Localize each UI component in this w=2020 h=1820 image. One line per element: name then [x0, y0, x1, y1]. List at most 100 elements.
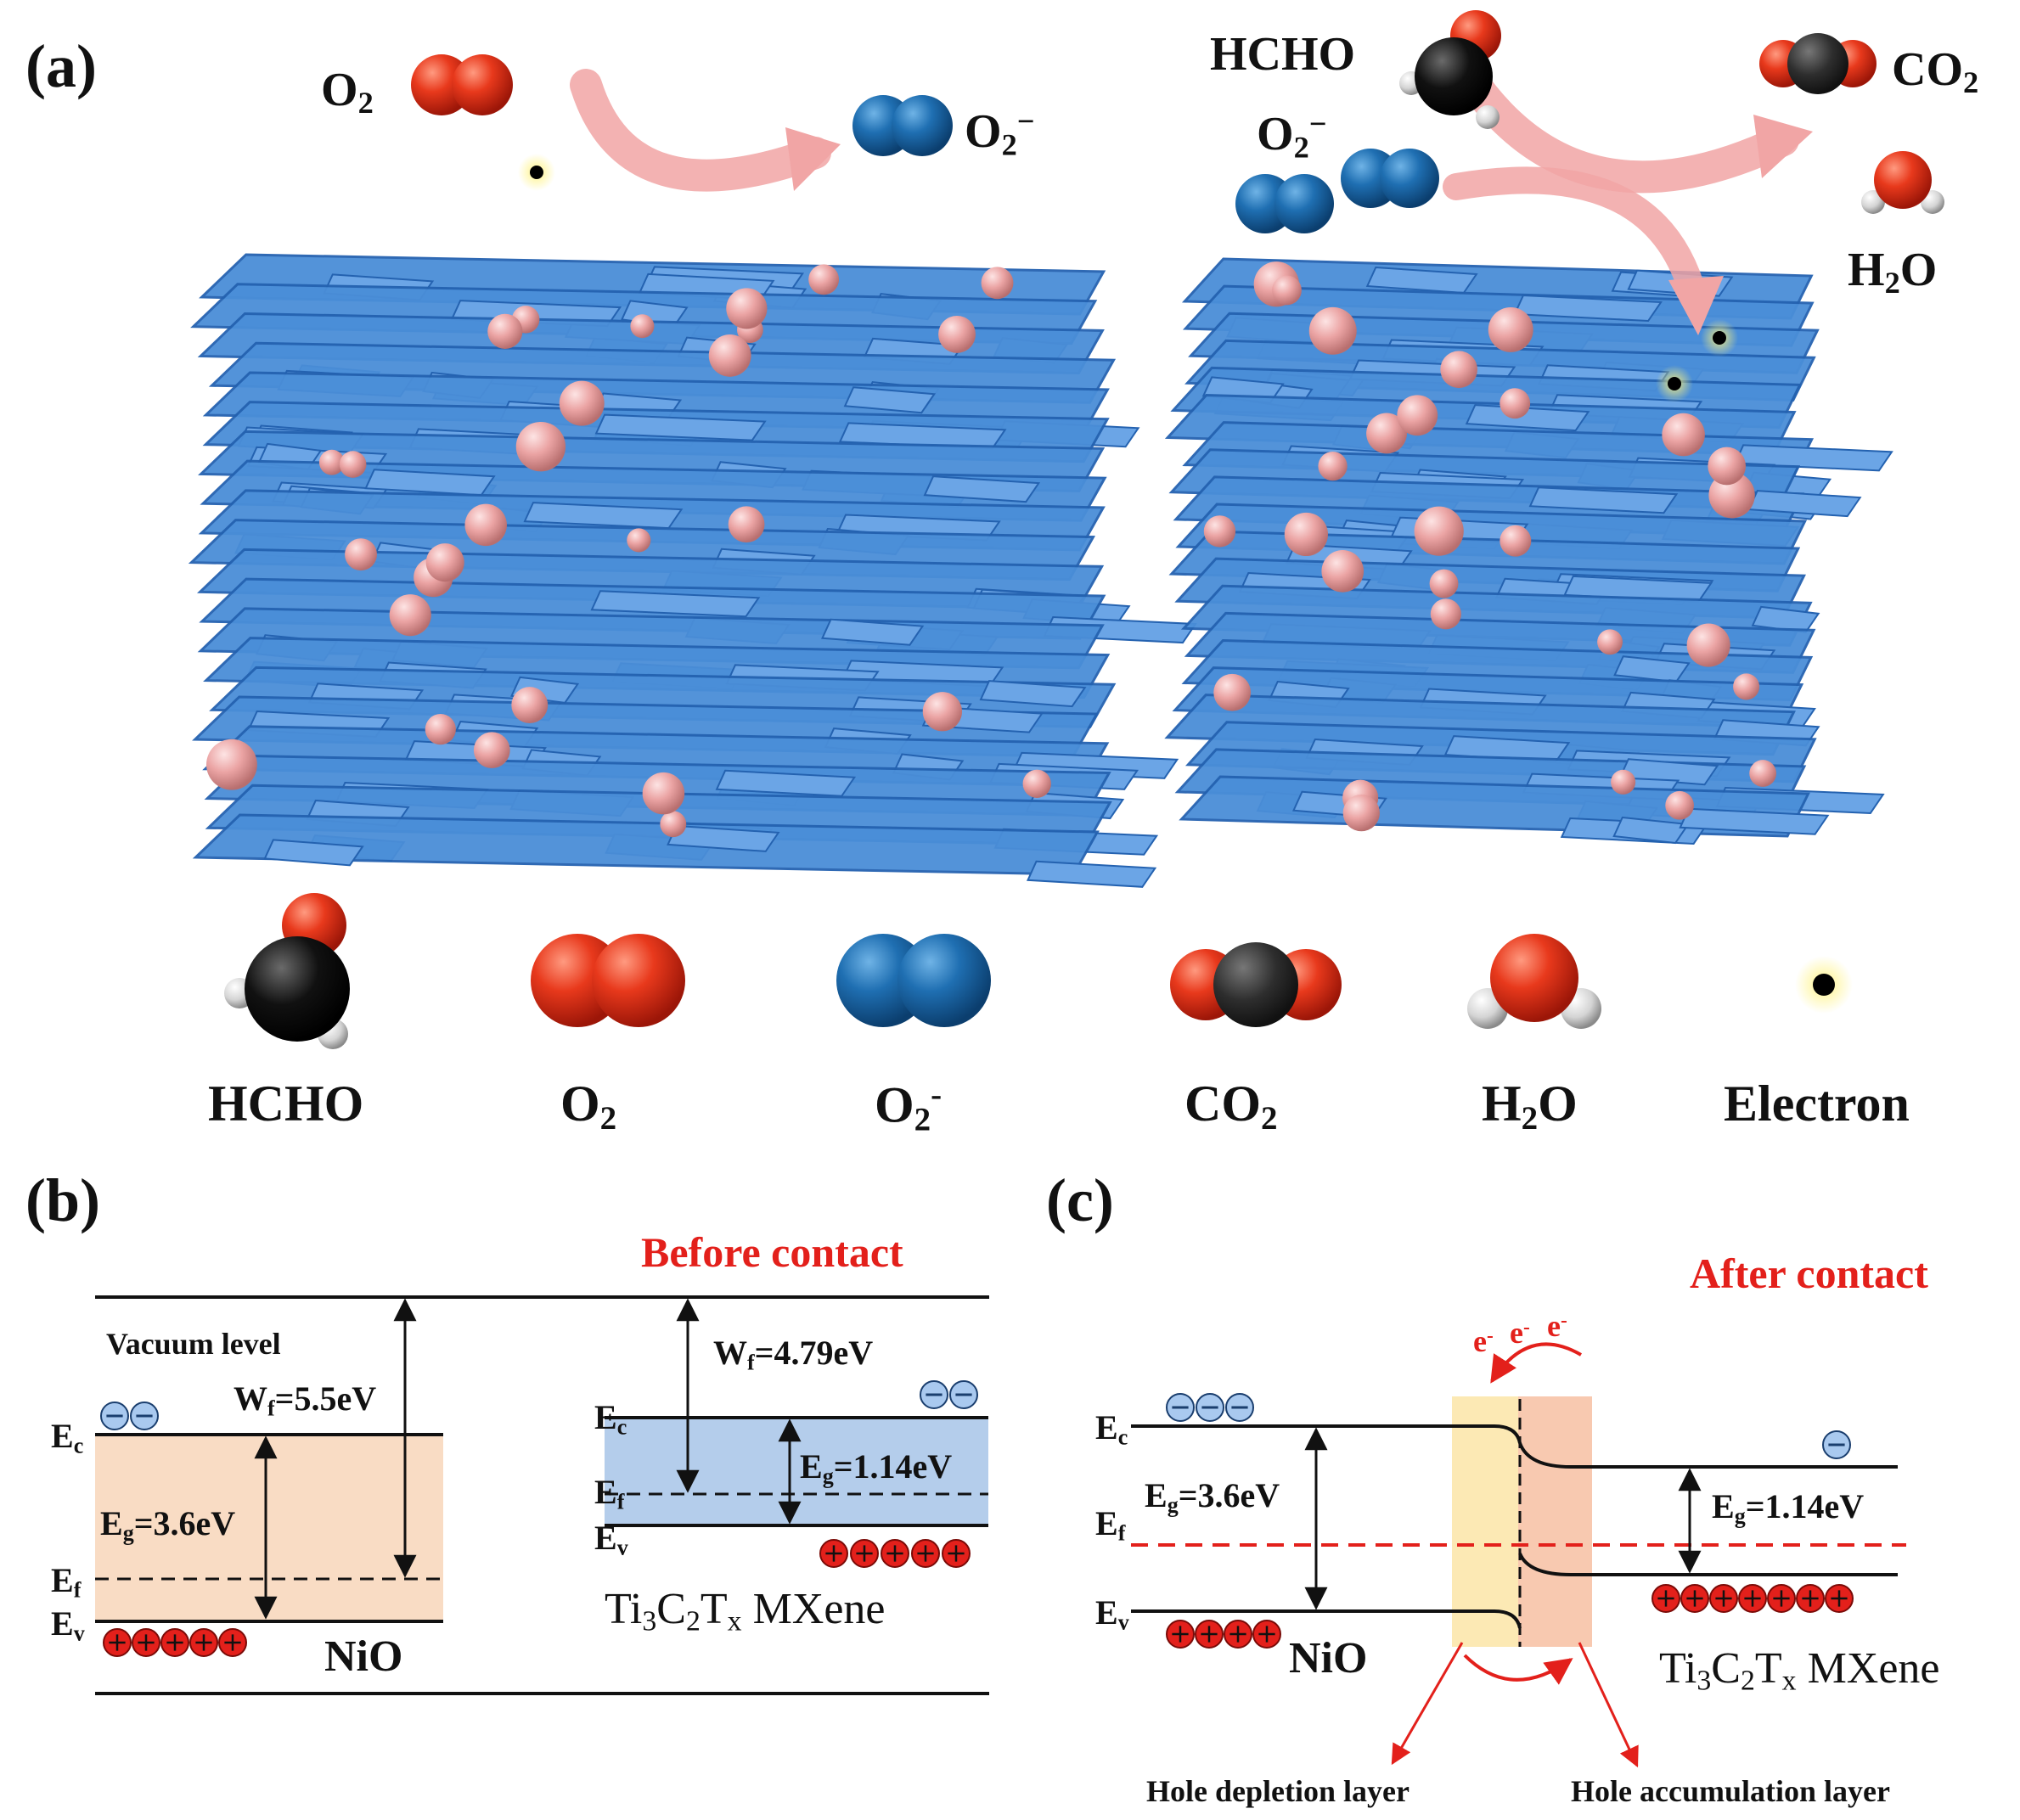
legend-label: O2	[560, 1076, 617, 1137]
nio-particle	[1022, 769, 1051, 798]
electron-label-2: e-	[1510, 1316, 1530, 1350]
nio-particle	[627, 528, 651, 553]
mxene-flake	[1528, 486, 1679, 514]
before-contact-title: Before contact	[641, 1228, 903, 1276]
mxene-wf-label: Wf=4.79eV	[713, 1334, 874, 1375]
nio-particle	[389, 594, 431, 637]
nio-particle	[1429, 569, 1459, 598]
nio-eg-label: Eg=3.6eV	[100, 1504, 236, 1546]
nio-particle	[660, 811, 687, 838]
mxene-flake	[923, 475, 1041, 503]
reaction-arrow-hcho	[1443, 60, 1813, 335]
legend-label: CO2	[1184, 1076, 1278, 1137]
mxene-flake	[1026, 860, 1157, 888]
legend-label: HCHO	[208, 1076, 364, 1132]
nio-particle	[345, 538, 377, 571]
charge-carriers	[100, 1380, 1854, 1657]
nio-particle	[425, 543, 464, 582]
after-ec-label: Ec	[1095, 1408, 1128, 1450]
mxene-flake	[843, 386, 937, 414]
nio-particle	[630, 314, 655, 339]
nio-particle	[425, 714, 456, 745]
nio-particle	[728, 506, 765, 543]
nio-particle	[1686, 623, 1730, 667]
mxene-flake	[667, 824, 780, 852]
nio-particle	[708, 334, 751, 377]
legend-label: Electron	[1724, 1076, 1910, 1132]
band-diagram-after	[1131, 1342, 1906, 1768]
legend-electron-icon	[1795, 956, 1853, 1014]
mxene-ev-label: Ev	[594, 1519, 628, 1560]
vacuum-level-label: Vacuum level	[106, 1327, 281, 1361]
label-h2o-top: H2O	[1848, 244, 1938, 301]
nio-label-after: NiO	[1289, 1634, 1368, 1682]
mxene-nio-stack-left	[188, 253, 1197, 888]
hole-accumulation-label: Hole accumulation layer	[1571, 1774, 1890, 1808]
o2-minus-molecules-right	[1235, 149, 1439, 233]
nio-particle	[642, 772, 685, 815]
nio-particle	[1500, 525, 1532, 557]
nio-label-before: NiO	[324, 1632, 403, 1681]
nio-particle	[559, 380, 605, 426]
nio-particle	[1342, 795, 1380, 832]
panel-label-b: (b)	[25, 1166, 100, 1234]
mxene-flake	[1612, 816, 1690, 845]
nio-particle	[808, 264, 840, 295]
label-hcho-top: HCHO	[1210, 28, 1356, 81]
mxene-flake	[263, 839, 364, 867]
nio-particle	[464, 503, 507, 547]
mxene-eg-label: Eg=1.14eV	[800, 1447, 953, 1489]
nio-wf-label: Wf=5.5eV	[234, 1379, 377, 1421]
nio-particle	[922, 692, 962, 732]
label-co2-top: CO2	[1892, 43, 1979, 100]
label-o2-minus-top: O2−	[965, 104, 1035, 162]
mxene-label-before: Ti3C2Tx MXene	[605, 1585, 886, 1637]
o2-minus-molecule-top	[852, 95, 953, 156]
mxene-flake	[590, 590, 761, 618]
mxene-flake	[1465, 404, 1590, 432]
mxene-ef-label: Ef	[594, 1473, 625, 1514]
nio-particle	[1430, 598, 1461, 630]
hole-depletion-region	[1452, 1396, 1518, 1647]
nio-particle	[511, 687, 549, 724]
mxene-nio-stack-right	[1164, 257, 1893, 845]
after-ef-label: Ef	[1095, 1504, 1126, 1546]
mxene-flake	[979, 680, 1087, 708]
nio-particle	[1665, 790, 1694, 820]
nio-particle	[1662, 413, 1705, 457]
nio-particle	[1318, 451, 1348, 481]
electron-icon-top	[518, 154, 555, 191]
label-o2-top: O2	[321, 64, 374, 121]
mxene-flake	[594, 413, 767, 441]
mxene-flake	[1513, 294, 1663, 323]
electron-icons-right	[1656, 319, 1738, 402]
mxene-flake	[821, 618, 925, 646]
nio-particle	[1597, 629, 1623, 655]
panel-label-a: (a)	[25, 32, 97, 100]
nio-particle	[318, 449, 345, 475]
hcho-molecule-top	[1399, 10, 1501, 129]
nio-particle	[1488, 306, 1533, 352]
nio-particle	[726, 288, 768, 329]
h2o-molecule-top	[1861, 151, 1944, 214]
nio-particle	[487, 313, 523, 349]
co2-molecule-top	[1759, 33, 1877, 94]
o2-molecule-top	[411, 54, 513, 115]
nio-particle	[1272, 275, 1302, 306]
electron-label-1: e-	[1473, 1324, 1494, 1358]
nio-ef-label: Ef	[51, 1561, 82, 1603]
nio-particle	[1708, 447, 1747, 486]
nio-particle	[473, 732, 510, 769]
nio-particle	[1366, 413, 1407, 454]
nio-particle	[206, 739, 257, 790]
nio-particle	[1414, 506, 1464, 556]
hole-accumulation-region	[1518, 1396, 1592, 1647]
electron-label-3: e-	[1547, 1309, 1567, 1343]
after-contact-title: After contact	[1690, 1250, 1928, 1297]
legend-o2-icon	[531, 934, 685, 1027]
nio-particle	[1203, 515, 1236, 548]
nio-particle	[1308, 306, 1357, 355]
nio-ev-label: Ev	[51, 1604, 85, 1646]
